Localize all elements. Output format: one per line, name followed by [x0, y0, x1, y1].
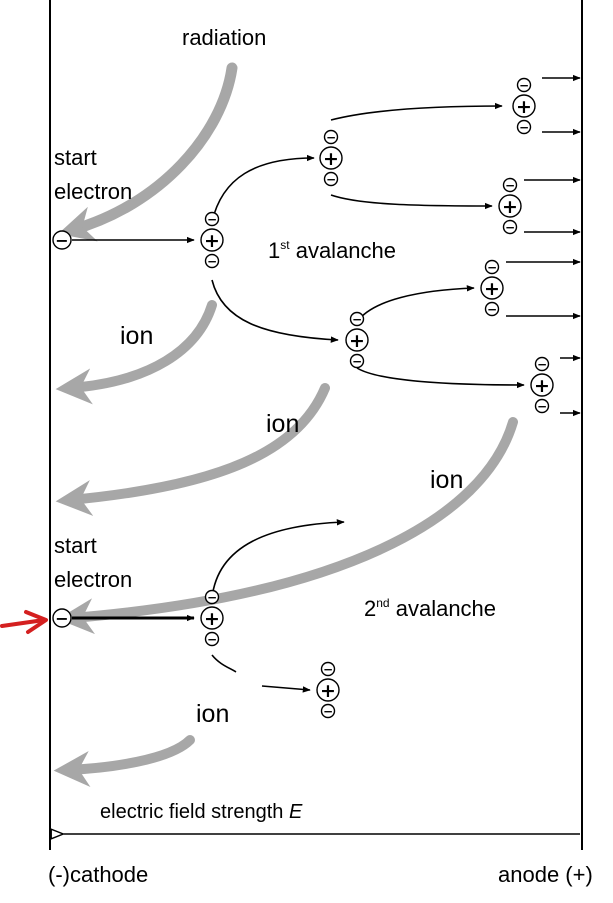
red-marker-arrow: [0, 610, 48, 634]
svg-text:−: −: [505, 220, 515, 234]
svg-text:−: −: [352, 312, 362, 326]
positive-charge: +: [480, 276, 504, 300]
negative-charge: −: [534, 356, 550, 371]
electron-paths: [72, 74, 581, 693]
svg-text:+: +: [204, 608, 220, 630]
svg-text:−: −: [519, 78, 529, 92]
start-electron-2-line1: start: [54, 533, 97, 558]
svg-text:−: −: [519, 120, 529, 134]
svg-text:−: −: [352, 354, 362, 368]
ion-label-4: ion: [196, 700, 229, 728]
ion-trail-2: [55, 383, 330, 516]
svg-text:+: +: [484, 278, 500, 300]
field-strength-label: electric field strength E: [100, 801, 303, 823]
svg-text:−: −: [323, 704, 333, 718]
svg-text:−: −: [207, 632, 217, 646]
svg-text:−: −: [207, 254, 217, 268]
svg-text:−: −: [55, 609, 68, 628]
ion-label-1: ion: [120, 322, 153, 350]
ion-trail-1: [55, 300, 217, 405]
svg-text:+: +: [320, 680, 336, 702]
negative-charge: −: [320, 661, 336, 676]
negative-charge: −: [516, 119, 532, 134]
negative-charge: −: [204, 253, 220, 268]
path-p2-to-p4: [330, 102, 503, 121]
positive-charge: +: [316, 678, 340, 702]
negative-charge: −: [484, 259, 500, 274]
negative-charge: −: [349, 353, 365, 368]
path-p1-to-p3: [211, 279, 339, 343]
positive-charge: +: [530, 373, 554, 397]
positive-charge: +: [498, 194, 522, 218]
path-to-q2: [261, 685, 311, 693]
avalanche-2-label: 2nd avalanche: [364, 596, 496, 621]
negative-charge: −: [516, 77, 532, 92]
negative-charge: −: [534, 398, 550, 413]
path-q1-up: [211, 519, 345, 599]
start-electron-1-line1: start: [54, 145, 97, 170]
avalanche-1-label: 1st avalanche: [268, 238, 396, 263]
svg-text:−: −: [207, 590, 217, 604]
negative-charge: −: [484, 301, 500, 316]
ion-label-2: ion: [266, 410, 299, 438]
positive-charge: +: [319, 146, 343, 170]
ion-trails: [53, 62, 518, 787]
positive-charge: +: [200, 606, 224, 630]
svg-text:−: −: [55, 231, 68, 250]
cathode-label: (-)cathode: [48, 862, 148, 887]
negative-charge: −: [502, 219, 518, 234]
svg-text:+: +: [204, 230, 220, 252]
svg-text:−: −: [487, 260, 497, 274]
path-p3-to-p6: [356, 285, 475, 323]
negative-charge: −: [204, 211, 220, 226]
path-q1-down: [211, 654, 237, 673]
negative-charge: −: [502, 177, 518, 192]
svg-text:−: −: [326, 172, 336, 186]
svg-text:+: +: [502, 196, 518, 218]
svg-text:−: −: [505, 178, 515, 192]
svg-text:−: −: [487, 302, 497, 316]
negative-charge: −: [204, 589, 220, 604]
svg-text:−: −: [207, 212, 217, 226]
negative-charge: −: [204, 631, 220, 646]
negative-charge: −: [323, 129, 339, 144]
svg-text:+: +: [516, 96, 532, 118]
svg-text:−: −: [537, 357, 547, 371]
charge-symbols: − −: [52, 230, 72, 628]
positive-charge: +: [200, 228, 224, 252]
positive-charge: +: [512, 94, 536, 118]
ion-label-3: ion: [430, 466, 463, 494]
radiation-label: radiation: [182, 25, 266, 50]
ion-trail-4: [53, 735, 195, 787]
svg-text:−: −: [326, 130, 336, 144]
radiation-trail: [58, 62, 238, 242]
negative-charge: −: [320, 703, 336, 718]
path-p3-to-p7: [356, 367, 525, 389]
negative-charge: −: [52, 230, 72, 250]
svg-text:+: +: [323, 148, 339, 170]
start-electron-2-line2: electron: [54, 567, 132, 592]
svg-text:−: −: [537, 399, 547, 413]
positive-charge: +: [345, 328, 369, 352]
negative-charge: −: [52, 608, 72, 628]
path-p1-to-p2: [211, 154, 315, 223]
svg-text:+: +: [534, 375, 550, 397]
start-electron-1-line2: electron: [54, 179, 132, 204]
path-p2-to-p5: [330, 194, 493, 210]
ion-clusters: − + − − + − − + − − + − − + − − + − − + − − + − − + −: [200, 77, 554, 718]
svg-text:−: −: [323, 662, 333, 676]
anode-label: anode (+): [498, 862, 593, 887]
ion-trail-3: [57, 417, 518, 635]
negative-charge: −: [349, 311, 365, 326]
negative-charge: −: [323, 171, 339, 186]
svg-text:+: +: [349, 330, 365, 352]
